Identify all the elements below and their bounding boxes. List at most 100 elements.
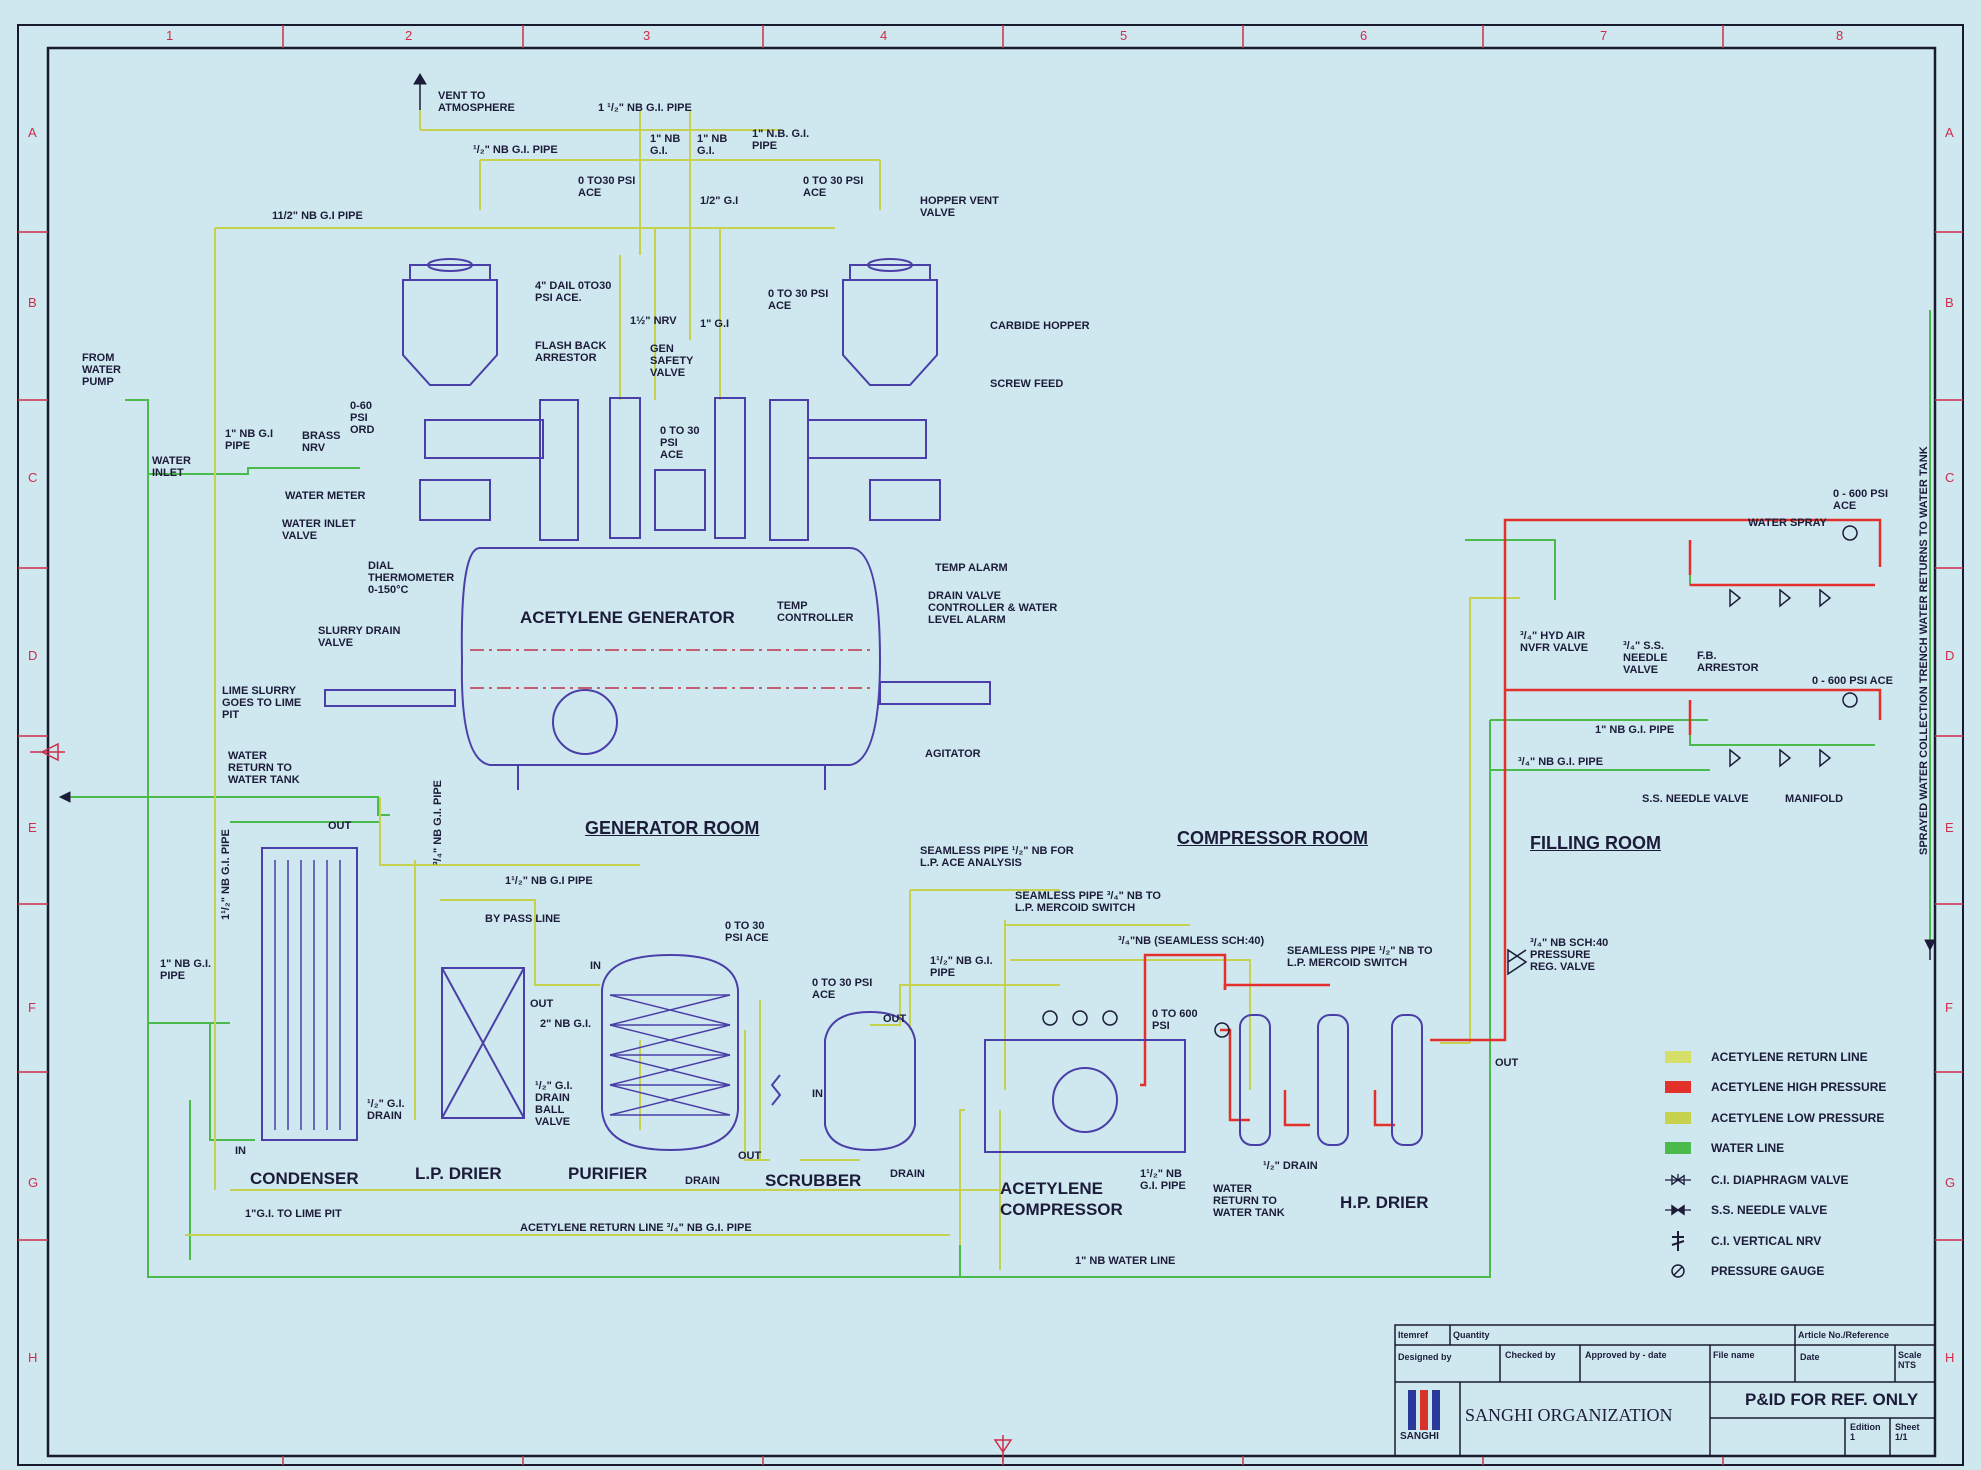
legend-swatch-water xyxy=(1665,1142,1691,1154)
ace30-center-label: 0 TO 30 PSI ACE xyxy=(660,425,700,461)
seamless-lp-mercoid-label: SEAMLESS PIPE ³/₄" NB TO L.P. MERCOID SW… xyxy=(1015,890,1161,914)
ace30-right-label: 0 TO 30 PSI ACE xyxy=(803,175,864,199)
tb-date: Date xyxy=(1800,1352,1820,1362)
half-gi-label: 1/2" G.I xyxy=(700,195,739,207)
grid-row-c-right: C xyxy=(1945,470,1955,485)
tb-scale: Scale NTS xyxy=(1898,1350,1922,1370)
nb1-c-label: 1" N.B. G.I. PIPE xyxy=(752,128,810,152)
grid-row-h: H xyxy=(28,1350,38,1365)
legend-label-high: ACETYLENE HIGH PRESSURE xyxy=(1711,1080,1887,1094)
tb-sheet: Sheet 1/1 xyxy=(1895,1422,1920,1442)
nb1-a-label: 1" NB G.I. xyxy=(650,133,681,157)
hyd-air-label: ³/₄" HYD AIR NVFR VALVE xyxy=(1520,630,1589,654)
acetylene-high-lines xyxy=(1140,518,1882,1127)
title-block-frame xyxy=(1394,1324,1936,1457)
legend-swatch-return xyxy=(1665,1051,1691,1063)
manifold-valves xyxy=(1507,588,1832,976)
legend-needle-valve: S.S. NEEDLE VALVE xyxy=(1665,1200,1827,1220)
gi1-label: 1" G.I xyxy=(700,318,730,330)
diaphragm-valve-icon xyxy=(1665,1173,1691,1187)
purifier-beds xyxy=(609,994,731,1116)
out-lp-label: OUT xyxy=(530,998,554,1010)
grid-row-d: D xyxy=(28,648,38,663)
nb34-gi-pipe-label: ³/₄" NB G.I. PIPE xyxy=(1518,756,1604,768)
grid-row-a: A xyxy=(28,125,37,140)
legend-diaphragm-valve: C.I. DIAPHRAGM VALVE xyxy=(1665,1170,1849,1190)
acetylene-low-lines xyxy=(185,110,1520,1270)
pipe-112-vertical-label: 1¹/₂" NB G.I. PIPE xyxy=(220,829,232,920)
compressor-label: ACETYLENE COMPRESSOR xyxy=(1000,1179,1123,1219)
tb-company: SANGHI ORGANIZATION xyxy=(1465,1405,1673,1425)
tb-edition: Edition 1 xyxy=(1850,1422,1881,1442)
scrubber-label: SCRUBBER xyxy=(765,1171,862,1190)
drain-purifier-label: DRAIN xyxy=(685,1175,720,1187)
carbide-hopper-label: CARBIDE HOPPER xyxy=(990,320,1090,332)
grid-row-e-right: E xyxy=(1945,820,1954,835)
sanghi-logo xyxy=(1408,1390,1440,1430)
tb-checked-by: Checked by xyxy=(1505,1350,1556,1360)
grid-col-1: 1 xyxy=(166,28,174,43)
bypass-label: BY PASS LINE xyxy=(485,913,561,925)
nb2-gi-label: 2" NB G.I. xyxy=(540,1018,592,1030)
ss-needle-label: ³/₄" S.S. NEEDLE VALVE xyxy=(1623,640,1668,676)
water-line-1nb-label: 1" NB WATER LINE xyxy=(1075,1255,1176,1267)
in-purifier-label: IN xyxy=(590,960,601,972)
ace30-scrubber-label: 0 TO 30 PSI ACE xyxy=(812,977,873,1001)
ace30-left-label: 0 TO30 PSI ACE xyxy=(578,175,636,199)
vent-label: VENT TO ATMOSPHERE xyxy=(438,90,515,114)
manifold-label: MANIFOLD xyxy=(1785,793,1844,805)
legend-pressure-gauge: PRESSURE GAUGE xyxy=(1665,1261,1824,1281)
ace30-purifier-label: 0 TO 30 PSI ACE xyxy=(725,920,769,944)
grid-col-7: 7 xyxy=(1600,28,1608,43)
nb1-b-label: 1" NB G.I. xyxy=(697,133,728,157)
acetylene-return-pipe-label: ACETYLENE RETURN LINE ³/₄" NB G.I. PIPE xyxy=(520,1222,752,1234)
legend-label-gauge: PRESSURE GAUGE xyxy=(1711,1264,1825,1278)
pipe-112-label: 11/2" NB G.I PIPE xyxy=(272,210,363,222)
compressor-gauges xyxy=(1042,525,1858,1038)
grid-row-g-right: G xyxy=(1945,1175,1956,1190)
drain-hp-label: ¹/₂" DRAIN xyxy=(1263,1160,1318,1172)
out-condenser-label: OUT xyxy=(328,820,352,832)
grid-col-8: 8 xyxy=(1836,28,1844,43)
equipment-outlines xyxy=(261,258,1423,1153)
pressure-gauge-icon xyxy=(1665,1262,1691,1280)
grid-ticks xyxy=(18,25,1963,1465)
water-return2-label: WATER RETURN TO WATER TANK xyxy=(1213,1183,1285,1219)
needle-valve-icon xyxy=(1665,1203,1691,1217)
water-inlet-valve-label: WATER INLET VALVE xyxy=(282,518,356,542)
legend-water-line: WATER LINE xyxy=(1665,1138,1784,1158)
nb-112-gi2-label: 1¹/₂" NB G.I. PIPE xyxy=(1140,1168,1186,1192)
grid-col-3: 3 xyxy=(643,28,651,43)
agitator-label: AGITATOR xyxy=(925,748,981,760)
pipe-34-vertical-label: ³/₄" NB G.I. PIPE xyxy=(432,779,444,865)
ss-needle2-label: S.S. NEEDLE VALVE xyxy=(1642,793,1749,805)
tb-file-name: File name xyxy=(1713,1350,1755,1360)
legend-swatch-high xyxy=(1665,1081,1691,1093)
condenser-label: CONDENSER xyxy=(250,1169,359,1188)
generator-centerline xyxy=(470,649,872,689)
vertical-nrv-icon xyxy=(1665,1231,1691,1251)
seamless-lp-mercoid2-label: SEAMLESS PIPE ¹/₂" NB TO L.P. MERCOID SW… xyxy=(1287,945,1433,969)
grid-row-g: G xyxy=(28,1175,39,1190)
legend-label-return: ACETYLENE RETURN LINE xyxy=(1711,1050,1868,1064)
condenser-tubes xyxy=(274,860,341,1130)
sch40-label: ³/₄"NB (SEAMLESS SCH:40) xyxy=(1118,935,1265,947)
grid-col-2: 2 xyxy=(405,28,413,43)
legend-acetylene-high: ACETYLENE HIGH PRESSURE xyxy=(1665,1077,1886,1097)
grid-col-4: 4 xyxy=(880,28,888,43)
tb-title: P&ID FOR REF. ONLY xyxy=(1745,1390,1919,1409)
vent-arrow xyxy=(58,73,1936,960)
drain-condenser-label: ¹/₂" G.I. DRAIN xyxy=(367,1098,405,1122)
lp-drier-label: L.P. DRIER xyxy=(415,1164,502,1183)
seamless-lp-ace-label: SEAMLESS PIPE ¹/₂" NB FOR L.P. ACE ANALY… xyxy=(920,845,1074,869)
tb-approved-by: Approved by - date xyxy=(1585,1350,1667,1360)
water-meter-label: WATER METER xyxy=(285,490,366,502)
grid-row-h-right: H xyxy=(1945,1350,1955,1365)
out-hp-label: OUT xyxy=(1495,1057,1519,1069)
grid-row-b-right: B xyxy=(1945,295,1954,310)
legend-swatch-low xyxy=(1665,1112,1691,1124)
nrv-label: 1½" NRV xyxy=(630,315,677,327)
grid-row-c: C xyxy=(28,470,38,485)
sch40-prv-label: ³/₄" NB SCH:40 PRESSURE REG. VALVE xyxy=(1530,937,1609,973)
